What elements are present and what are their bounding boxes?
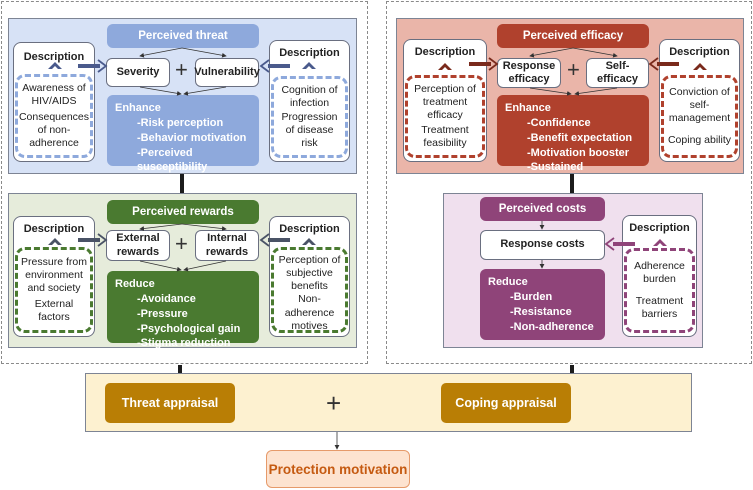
description-line: External factors — [34, 298, 74, 324]
plus-sign: + — [326, 388, 342, 418]
protection-motivation-box: Protection motivation — [266, 450, 410, 488]
description-arrow — [604, 237, 635, 251]
plus-sign: + — [175, 57, 188, 82]
response-costs-box: Response costs — [480, 230, 605, 260]
chevron-up-icon — [48, 238, 62, 245]
perceived-efficacy-header: Perceived efficacy — [497, 24, 649, 48]
severity-box: Severity — [106, 58, 170, 87]
description-line: Pressure from environment and society — [21, 255, 87, 294]
coping-appraisal-container — [386, 1, 752, 364]
list-title: Enhance — [505, 102, 551, 114]
description-content: Conviction of self-management Coping abi… — [661, 75, 738, 158]
description-content: Cognition of infection Progression of di… — [271, 76, 348, 158]
threat-appraisal-container — [1, 1, 368, 364]
description-line: Non-adherence motives — [284, 293, 335, 332]
description-card: Description — [659, 39, 740, 162]
list-item: -Stigma reduction — [137, 337, 231, 350]
perceived-threat-header: Perceived threat — [107, 24, 259, 48]
description-line: Coping ability — [667, 133, 732, 146]
list-item: -Non-adherence — [510, 320, 594, 333]
enhance-efficacy-list: Enhance -Confidence -Benefit expectation… — [497, 95, 649, 188]
description-line: Consequences of non-adherence — [18, 110, 90, 149]
list-title: Enhance — [115, 102, 161, 114]
list-item: -Pressure — [137, 307, 188, 320]
list-title: Reduce — [488, 276, 528, 288]
connector-line — [570, 365, 574, 374]
reduce-costs-list: Reduce -Burden -Resistance -Non-adherenc… — [480, 269, 605, 340]
list-item: -Sustained adherence — [527, 161, 584, 189]
chevron-up-icon — [653, 239, 667, 246]
description-line: Conviction of self-management — [668, 86, 731, 125]
list-item: -Resistance — [510, 305, 572, 318]
description-line: Treatment feasibility — [421, 123, 469, 150]
description-arrow — [259, 233, 290, 247]
chevron-up-icon — [438, 63, 452, 70]
description-card: Description — [269, 216, 350, 337]
list-item: -Avoidance — [137, 292, 196, 305]
external-rewards-box: External rewards — [106, 230, 170, 261]
description-line: Progression of disease risk — [281, 111, 338, 150]
list-title: Reduce — [115, 278, 155, 290]
description-card: Description — [13, 216, 95, 337]
description-line: Cognition of infection — [281, 83, 338, 109]
response-efficacy-box: Response efficacy — [497, 58, 561, 88]
rewards-split-arrows — [139, 223, 227, 272]
description-arrow — [648, 57, 679, 71]
plus-sign: + — [175, 231, 188, 256]
threat-split-arrows — [139, 47, 227, 96]
perceived-costs-header: Perceived costs — [480, 197, 605, 221]
description-content: Adherence burden Treatment barriers — [624, 248, 695, 333]
threat-appraisal-box: Threat appraisal — [105, 383, 235, 423]
description-title: Description — [669, 46, 730, 58]
list-item: -Burden — [510, 290, 553, 303]
description-arrow — [78, 59, 108, 73]
reduce-rewards-list: Reduce -Avoidance -Pressure -Psychologic… — [107, 271, 259, 349]
description-content: Perception of subjective benefits Non-ad… — [271, 247, 348, 333]
chevron-up-icon — [693, 63, 707, 70]
list-item: -Perceived susceptibility — [137, 146, 208, 174]
list-item: -Risk perception — [137, 116, 224, 129]
description-arrow — [78, 233, 108, 247]
list-item: -Benefit expectation — [527, 131, 633, 144]
description-content: Perception of treatment efficacy Treatme… — [405, 75, 485, 158]
description-content: Pressure from environment and society Ex… — [15, 247, 93, 333]
chevron-up-icon — [302, 238, 316, 245]
description-title: Description — [23, 223, 85, 235]
description-title: Description — [629, 222, 690, 234]
description-arrow — [469, 57, 499, 71]
description-line: Adherence burden — [634, 259, 685, 285]
description-card: Description — [13, 42, 95, 162]
connector-line — [180, 174, 184, 193]
connector-line — [178, 365, 182, 374]
description-content: Awareness of HIV/AIDS Consequences of no… — [15, 74, 93, 158]
description-line: Perception of subjective benefits — [278, 254, 341, 293]
connector-line — [570, 174, 574, 193]
efficacy-split-arrows — [529, 47, 618, 96]
description-title: Description — [414, 46, 476, 58]
coping-appraisal-box: Coping appraisal — [441, 383, 571, 423]
list-item: -Confidence — [527, 116, 591, 129]
plus-sign: + — [567, 57, 580, 82]
description-line: Treatment barriers — [635, 295, 684, 321]
description-title: Description — [279, 223, 340, 235]
description-card: Description — [403, 39, 487, 162]
internal-rewards-box: Internal rewards — [195, 230, 259, 261]
self-efficacy-box: Self-efficacy — [586, 58, 649, 88]
description-line: Awareness of HIV/AIDS — [22, 82, 86, 108]
list-item: -Psychological gain — [137, 322, 241, 335]
description-line: Perception of treatment efficacy — [414, 82, 476, 122]
vulnerability-box: Vulnerability — [194, 58, 260, 87]
chevron-up-icon — [48, 62, 62, 69]
description-card: Description — [269, 40, 350, 162]
list-item: -Behavior motivation — [137, 131, 247, 144]
chevron-up-icon — [302, 62, 316, 69]
description-title: Description — [279, 47, 340, 59]
description-card: Description — [622, 215, 697, 337]
perceived-rewards-header: Perceived rewards — [107, 200, 259, 224]
description-title: Description — [23, 51, 85, 63]
list-item: -Motivation booster — [527, 146, 630, 159]
description-arrow — [259, 59, 290, 73]
